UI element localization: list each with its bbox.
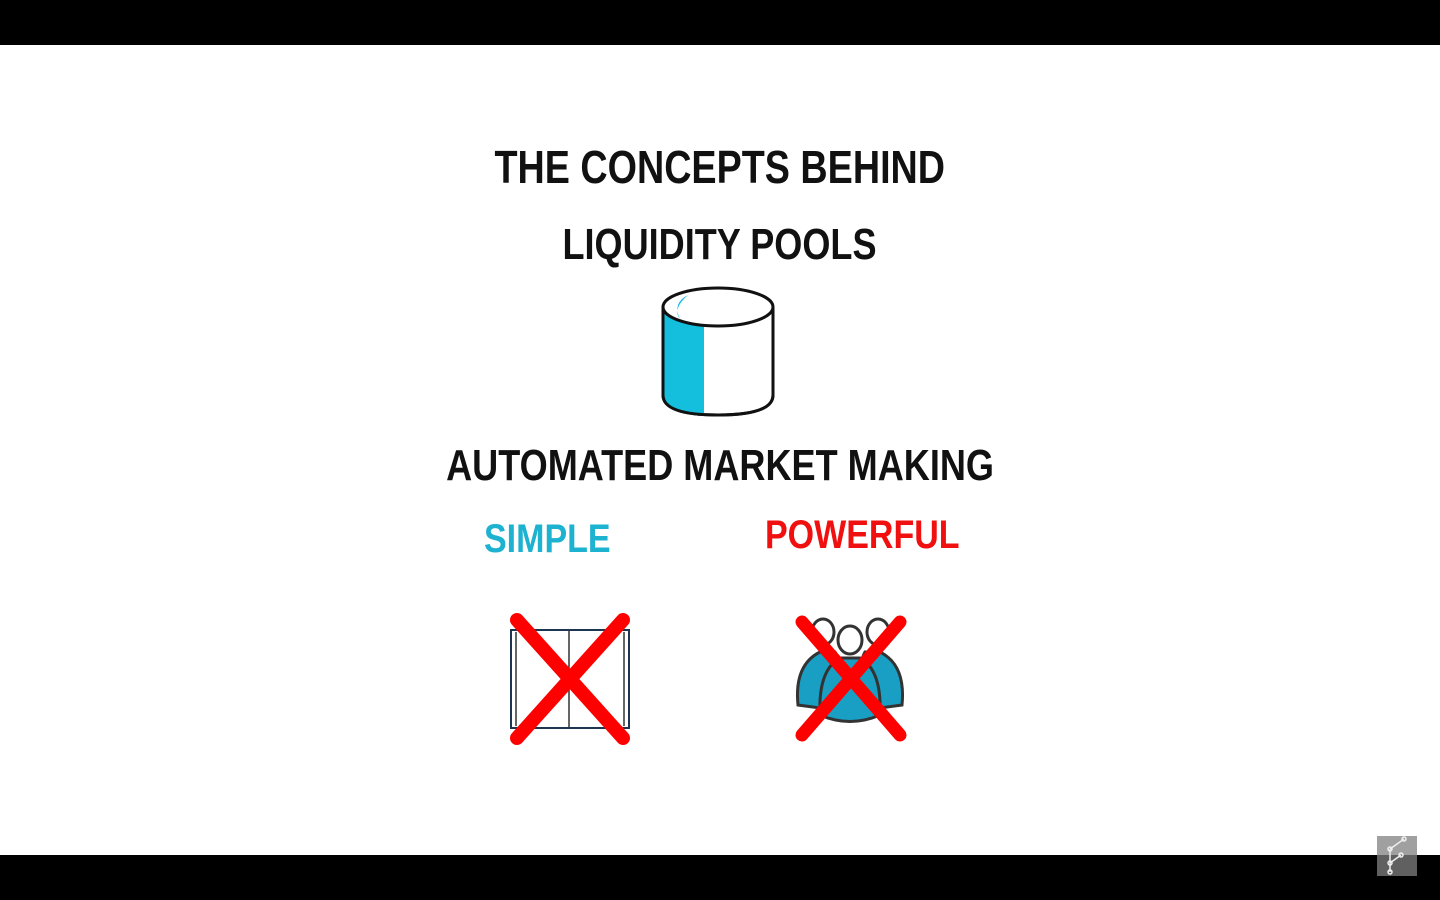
video-frame: THE CONCEPTS BEHIND LIQUIDITY POOLS AUTO… xyxy=(0,45,1440,855)
title-line-1-text: THE CONCEPTS BEHIND xyxy=(494,141,946,193)
subtitle: AUTOMATED MARKET MAKING xyxy=(0,441,1440,491)
letterbox-bottom xyxy=(0,855,1440,900)
title-line-2-text: LIQUIDITY POOLS xyxy=(562,220,878,269)
letterbox-top xyxy=(0,0,1440,45)
database-cylinder-icon xyxy=(661,286,775,417)
title-line-2: LIQUIDITY POOLS xyxy=(0,220,1440,270)
simple-label: SIMPLE xyxy=(484,517,611,561)
title-line-1: THE CONCEPTS BEHIND xyxy=(0,140,1440,194)
channel-logo-icon[interactable] xyxy=(1377,836,1417,876)
crossed-out-people-icon xyxy=(795,615,907,742)
crossed-out-book-icon xyxy=(510,613,630,745)
subtitle-text: AUTOMATED MARKET MAKING xyxy=(446,441,994,490)
powerful-label: POWERFUL xyxy=(765,513,960,557)
